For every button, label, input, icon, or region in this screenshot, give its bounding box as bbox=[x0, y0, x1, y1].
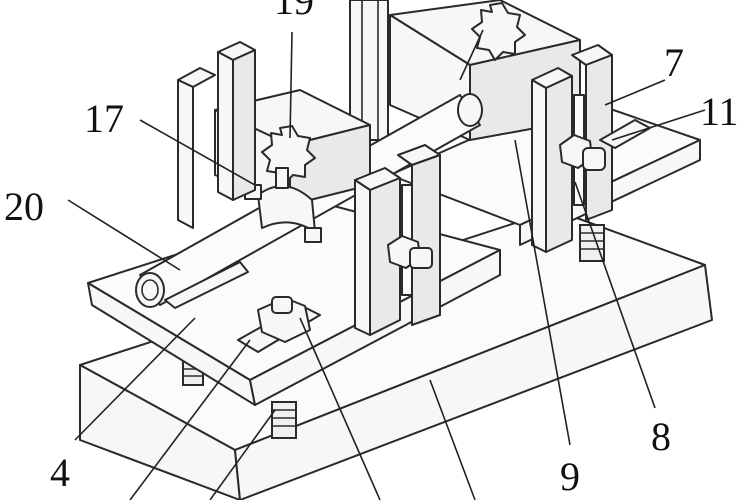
front-slot-clamp bbox=[237, 296, 321, 353]
hex-nut-bracket-rear bbox=[559, 134, 606, 171]
leader-lines bbox=[67, 29, 706, 500]
star-knob-front bbox=[261, 125, 316, 189]
spring-front bbox=[271, 401, 297, 439]
callout-17: 17 bbox=[84, 96, 124, 141]
left-upright-frame bbox=[177, 41, 256, 229]
hex-nut-bracket-front bbox=[387, 235, 433, 269]
rear-bracket bbox=[531, 44, 613, 253]
callout-20: 20 bbox=[4, 184, 44, 229]
vertical-column bbox=[349, 0, 389, 141]
callout-9: 9 bbox=[560, 454, 580, 499]
callout-8: 8 bbox=[651, 414, 671, 459]
tube-lever bbox=[164, 261, 249, 309]
callout-4: 4 bbox=[50, 450, 70, 495]
star-knob-rear bbox=[471, 2, 526, 61]
callout-11: 11 bbox=[700, 89, 739, 134]
callout-19: 19 bbox=[274, 0, 314, 23]
callout-7: 7 bbox=[664, 40, 684, 85]
